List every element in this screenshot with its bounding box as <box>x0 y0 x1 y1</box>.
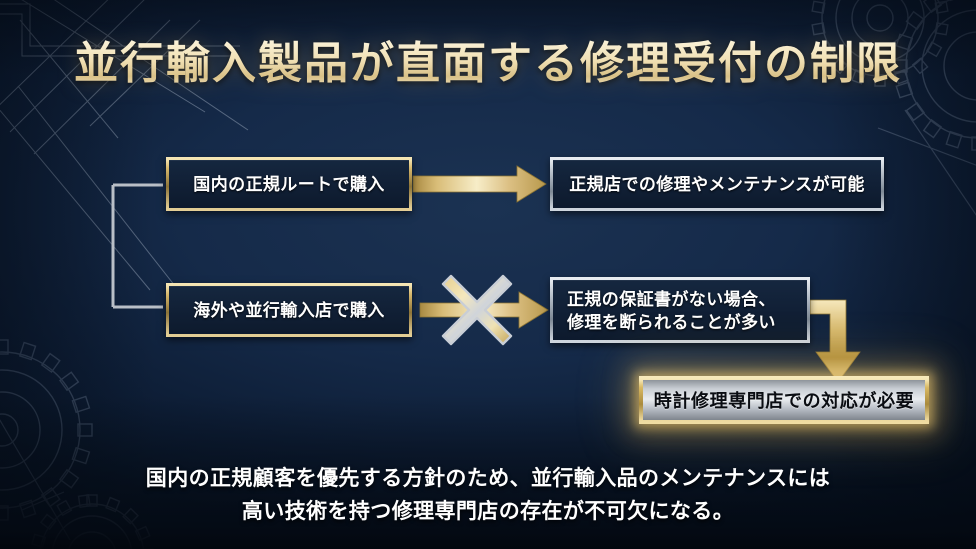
flow-box-label: 海外や並行輸入店で購入 <box>193 300 385 320</box>
cross-x-icon <box>441 274 513 346</box>
flow-box-label: 正規店での修理やメンテナンスが可能 <box>569 174 865 194</box>
tree-bracket-connector <box>48 183 163 309</box>
flow-box-label-line1: 正規の保証書がない場合、 <box>567 290 776 309</box>
arrow-right-icon <box>412 165 547 203</box>
flow-box-label: 時計修理専門店での対応が必要 <box>653 391 915 411</box>
flow-box-parallel-import-purchase[interactable]: 海外や並行輸入店で購入 <box>166 283 412 337</box>
caption-line-1: 国内の正規顧客を優先する方針のため、並行輸入品のメンテナンスには <box>145 467 831 490</box>
flow-box-label-line2: 修理を断られることが多い <box>567 313 776 332</box>
flow-box-official-repair-available[interactable]: 正規店での修理やメンテナンスが可能 <box>550 157 884 211</box>
elbow-arrow-down-icon <box>809 299 861 383</box>
flow-box-conclusion-specialist-shop[interactable]: 時計修理専門店での対応が必要 <box>639 376 929 424</box>
caption-line-2: 高い技術を持つ修理専門店の存在が不可欠になる。 <box>241 500 735 523</box>
flow-box-repair-refused[interactable]: 正規の保証書がない場合、 修理を断られることが多い <box>550 277 810 343</box>
flow-box-label: 国内の正規ルートで購入 <box>193 174 385 194</box>
slide-caption: 国内の正規顧客を優先する方針のため、並行輸入品のメンテナンスには 高い技術を持つ… <box>0 462 976 528</box>
page-title: 並行輸入製品が直面する修理受付の制限 <box>0 36 976 92</box>
flow-box-domestic-purchase[interactable]: 国内の正規ルートで購入 <box>166 157 412 211</box>
